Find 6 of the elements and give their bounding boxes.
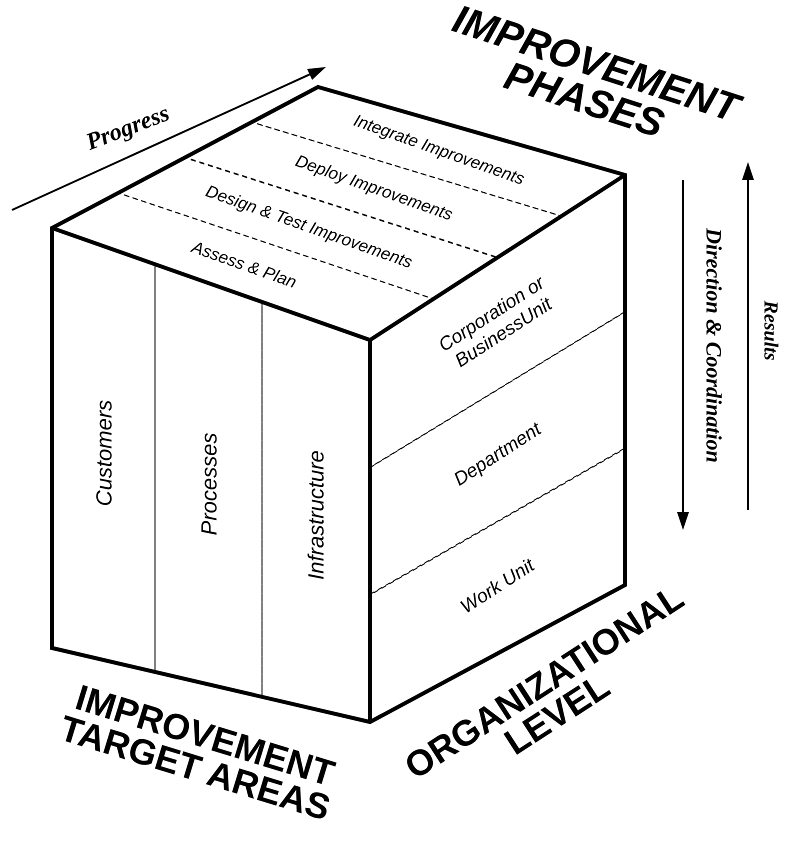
band-label: Assess & Plan [188, 236, 300, 294]
arrow-label: Direction & Coordination [702, 226, 724, 464]
band-label: Processes [196, 431, 222, 538]
arrow-label: Results [760, 298, 780, 362]
band-label: Infrastructure [303, 449, 329, 582]
band-label: Customers [90, 398, 116, 508]
